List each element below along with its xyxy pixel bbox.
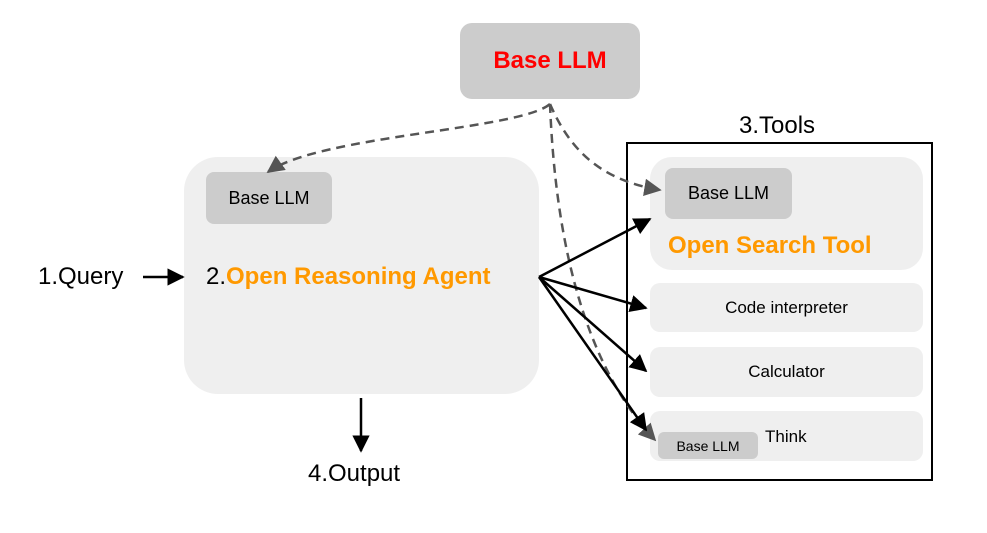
think-base-llm-chip: Base LLM bbox=[658, 432, 758, 459]
output-label: 4.Output bbox=[308, 460, 401, 487]
arrow-to-code-interpreter bbox=[538, 275, 648, 313]
search-base-llm-chip: Base LLM bbox=[665, 168, 792, 219]
base-llm-top-label: Base LLM bbox=[493, 47, 607, 74]
agent-base-llm-chip: Base LLM bbox=[206, 172, 332, 224]
agent-name: Open Reasoning Agent bbox=[226, 263, 491, 290]
search-tool-name: Open Search Tool bbox=[668, 232, 872, 259]
dashed-arrow-to-think-llm bbox=[548, 103, 657, 442]
code-interpreter-label: Code interpreter bbox=[725, 297, 848, 317]
base-llm-top-box: Base LLM bbox=[460, 23, 640, 99]
think-label: Think bbox=[765, 427, 807, 446]
calculator-panel: Calculator bbox=[650, 347, 923, 397]
code-interpreter-panel: Code interpreter bbox=[650, 283, 923, 332]
calculator-label: Calculator bbox=[748, 362, 825, 381]
agent-title: 2.Open Reasoning Agent bbox=[206, 263, 490, 291]
agent-base-llm-label: Base LLM bbox=[228, 187, 310, 208]
arrow-to-think bbox=[537, 276, 648, 432]
agent-prefix: 2. bbox=[206, 263, 227, 290]
dashed-arrow-to-search-llm bbox=[548, 103, 662, 197]
search-base-llm-label: Base LLM bbox=[687, 183, 770, 203]
tools-title: 3.Tools bbox=[739, 112, 816, 139]
arrow-to-calculator bbox=[538, 276, 648, 373]
arrow-to-search-tool bbox=[538, 217, 652, 279]
tools-container bbox=[626, 142, 933, 481]
dashed-arrow-to-agent-llm bbox=[266, 103, 551, 174]
think-base-llm-label: Base LLM bbox=[676, 437, 740, 454]
query-label: 1.Query bbox=[38, 263, 124, 290]
